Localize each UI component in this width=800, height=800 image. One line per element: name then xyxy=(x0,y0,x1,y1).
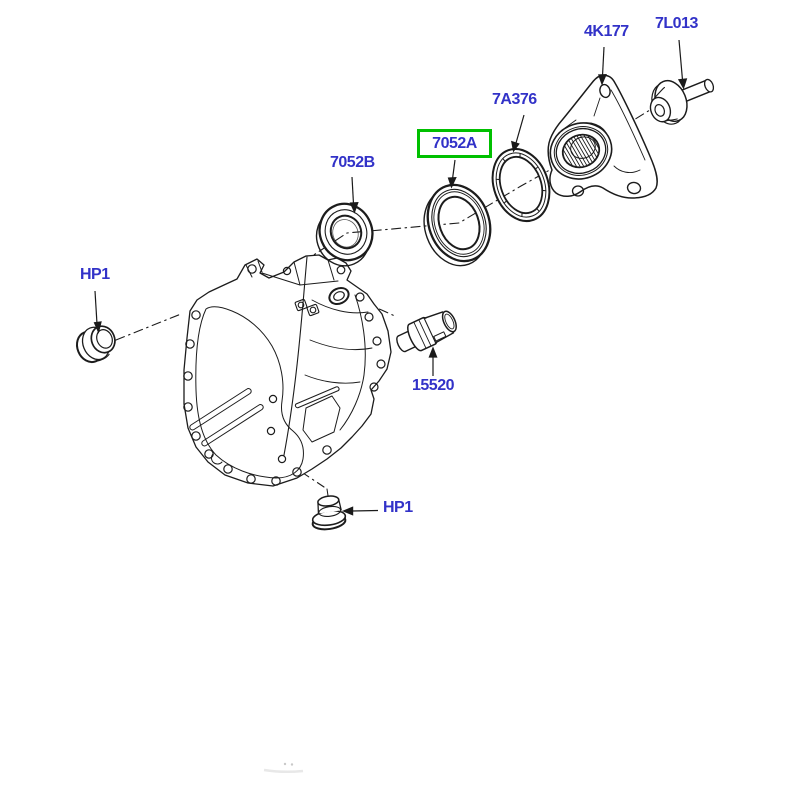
scan-artifact xyxy=(263,762,304,774)
part-drawing-7l013-pin[interactable] xyxy=(642,65,721,131)
callout-hp1-upper[interactable]: HP1 xyxy=(80,266,110,283)
callout-7052a-highlighted[interactable]: 7052A xyxy=(417,129,492,158)
callout-leader-lines xyxy=(93,39,688,516)
callout-7052a-text: 7052A xyxy=(432,134,477,152)
part-drawing-15520-sensor[interactable] xyxy=(392,306,460,358)
part-drawing-hp1-plug-upper[interactable] xyxy=(72,321,121,367)
callout-7l013[interactable]: 7L013 xyxy=(655,15,698,32)
part-drawing-7052a-seal[interactable] xyxy=(413,176,502,274)
callout-7a376[interactable]: 7A376 xyxy=(492,91,537,108)
part-drawing-hp1-plug-lower[interactable] xyxy=(311,495,347,532)
transmission-case-drawing xyxy=(183,254,392,487)
callout-hp1-lower[interactable]: HP1 xyxy=(383,499,413,516)
part-drawing-4k177-flange[interactable] xyxy=(542,74,658,199)
callout-4k177[interactable]: 4K177 xyxy=(584,23,629,40)
callout-7052b[interactable]: 7052B xyxy=(330,154,375,171)
part-drawing-7a376-ring[interactable] xyxy=(483,141,559,229)
part-drawing-7052b-seal[interactable] xyxy=(306,196,382,274)
callout-15520[interactable]: 15520 xyxy=(412,377,455,394)
